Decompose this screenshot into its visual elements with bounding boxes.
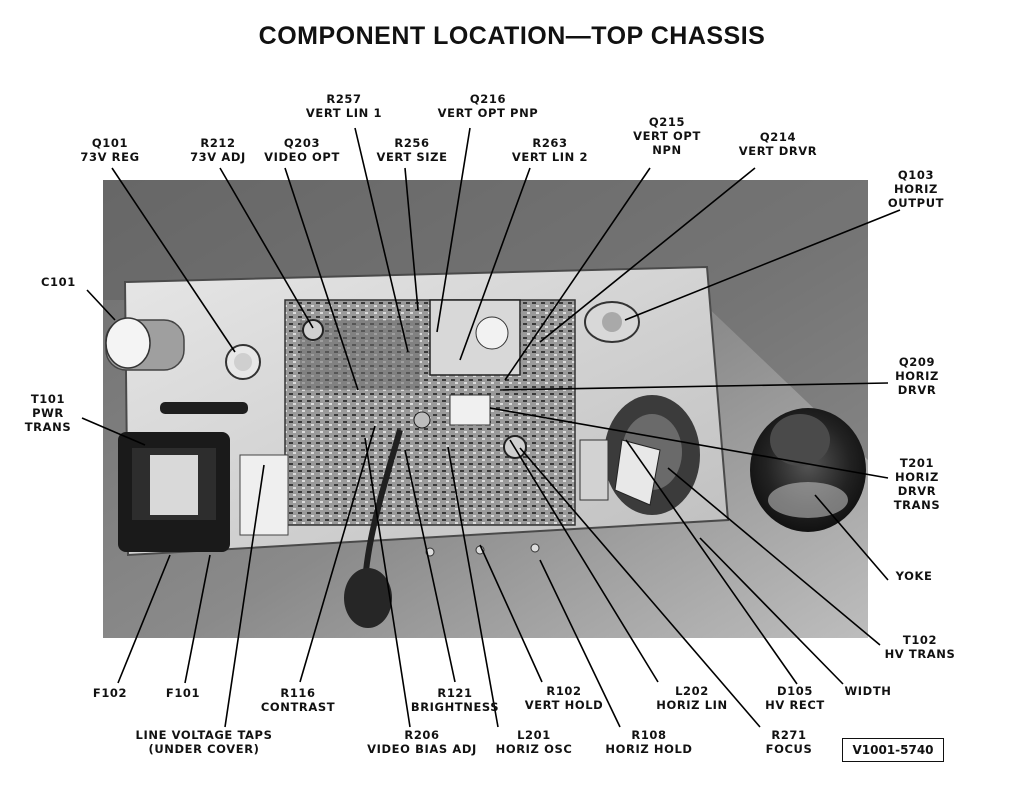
leader-lines — [81, 127, 901, 728]
document-id: V1001-5740 — [842, 738, 944, 762]
label-yoke: YOKE — [895, 569, 933, 583]
label-c101: C101 — [41, 275, 76, 289]
label-f102: F102 — [92, 686, 128, 700]
label-width: WIDTH — [844, 684, 892, 698]
figure-title: COMPONENT LOCATION—TOP CHASSIS — [258, 22, 766, 50]
label-f101: F101 — [165, 686, 201, 700]
label-line-voltage-taps: LINE VOLTAGE TAPS(UNDER COVER) — [135, 728, 273, 756]
